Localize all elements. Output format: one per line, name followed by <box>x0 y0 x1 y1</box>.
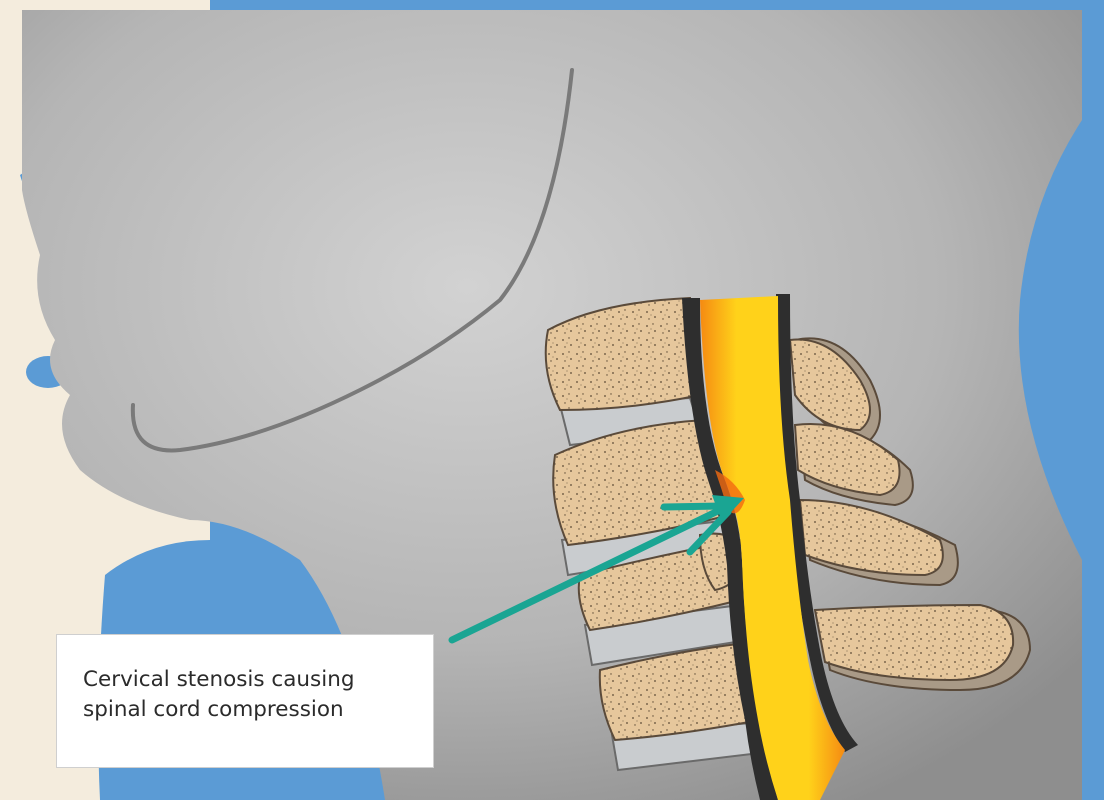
caption-line-1: Cervical stenosis causing <box>83 665 433 695</box>
caption-line-2: spinal cord compression <box>83 695 433 725</box>
caption-box: Cervical stenosis causing spinal cord co… <box>56 634 434 768</box>
